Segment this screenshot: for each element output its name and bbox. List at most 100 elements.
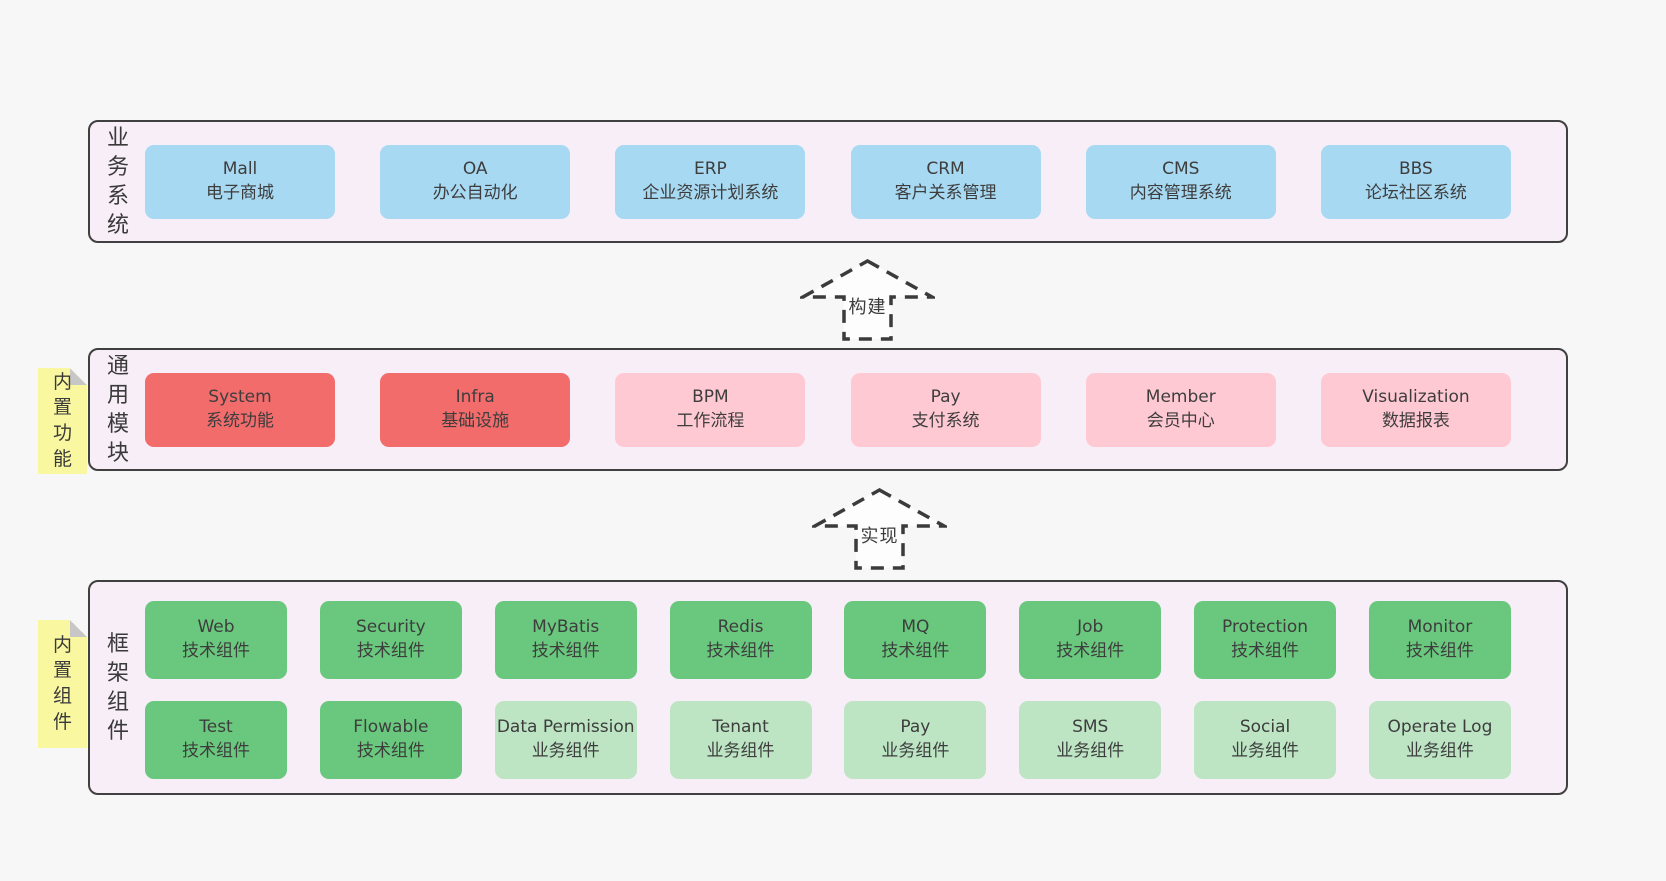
box-tenant: Tenant 业务组件 — [669, 701, 812, 779]
box-member: Member 会员中心 — [1085, 373, 1276, 447]
box-name: Tenant — [712, 717, 769, 738]
box-name: Job — [1077, 617, 1104, 638]
builtin-components-sticky: 内置组件 — [38, 620, 87, 748]
box-system: System 系统功能 — [145, 373, 335, 447]
box-bpm: BPM 工作流程 — [615, 373, 806, 447]
box-desc: 技术组件 — [182, 741, 250, 761]
box-mq: MQ 技术组件 — [844, 601, 987, 679]
box-name: ERP — [693, 159, 727, 180]
box-desc: 会员中心 — [1146, 411, 1215, 431]
box-desc: 基础设施 — [441, 411, 510, 431]
box-desc: 业务组件 — [1405, 741, 1474, 761]
builtin-features-sticky: 内置功能 — [38, 368, 87, 474]
box-desc: 技术组件 — [182, 641, 250, 661]
box-name: Infra — [455, 387, 495, 408]
box-desc: 业务组件 — [706, 741, 775, 761]
box-cms: CMS 内容管理系统 — [1085, 145, 1276, 219]
framework-row-1: Web 技术组件 Security 技术组件 MyBatis 技术组件 Redi… — [145, 601, 1511, 679]
implement-arrow: 实现 — [812, 488, 947, 570]
box-crm: CRM 客户关系管理 — [850, 145, 1041, 219]
box-protection: Protection 技术组件 — [1194, 601, 1337, 679]
box-desc: 企业资源计划系统 — [642, 183, 779, 203]
box-desc: 技术组件 — [531, 641, 600, 661]
box-desc: 客户关系管理 — [894, 183, 997, 203]
box-name: OA — [462, 159, 488, 180]
box-social: Social 业务组件 — [1194, 701, 1337, 779]
box-name: MQ — [901, 617, 930, 638]
box-data-permission: Data Permission 业务组件 — [494, 701, 637, 779]
box-name: System — [208, 387, 272, 408]
sticky-label: 内置组件 — [52, 633, 72, 733]
sticky-label: 内置功能 — [52, 370, 72, 470]
box-monitor: Monitor 技术组件 — [1368, 601, 1511, 679]
box-visualization: Visualization 数据报表 — [1320, 373, 1511, 447]
framework-components-panel: 框架组件 Web 技术组件 Security 技术组件 MyBatis 技术组件… — [88, 580, 1568, 795]
box-name: Visualization — [1362, 387, 1470, 408]
box-name: Member — [1145, 387, 1216, 408]
box-job: Job 技术组件 — [1019, 601, 1162, 679]
box-mybatis: MyBatis 技术组件 — [494, 601, 637, 679]
box-mall: Mall 电子商城 — [145, 145, 335, 219]
box-bbs: BBS 论坛社区系统 — [1320, 145, 1511, 219]
box-desc: 系统功能 — [206, 411, 274, 431]
box-desc: 技术组件 — [1231, 641, 1300, 661]
box-desc: 论坛社区系统 — [1364, 183, 1467, 203]
build-arrow: 构建 — [800, 259, 935, 341]
box-name: BPM — [692, 387, 729, 408]
box-name: Security — [355, 617, 426, 638]
box-name: Monitor — [1407, 617, 1473, 638]
box-name: Mall — [222, 159, 258, 180]
box-name: BBS — [1399, 159, 1433, 180]
box-security: Security 技术组件 — [319, 601, 462, 679]
box-web: Web 技术组件 — [145, 601, 287, 679]
box-name: CMS — [1162, 159, 1200, 180]
box-test: Test 技术组件 — [145, 701, 287, 779]
box-desc: 技术组件 — [706, 641, 775, 661]
box-desc: 数据报表 — [1381, 411, 1450, 431]
box-desc: 电子商城 — [206, 183, 274, 203]
modules-boxes-row: System 系统功能 Infra 基础设施 BPM 工作流程 Pay 支付系统… — [145, 373, 1511, 447]
box-sms: SMS 业务组件 — [1019, 701, 1162, 779]
framework-panel-label: 框架组件 — [106, 631, 129, 744]
box-desc: 技术组件 — [1405, 641, 1474, 661]
box-desc: 业务组件 — [531, 741, 600, 761]
business-boxes-row: Mall 电子商城 OA 办公自动化 ERP 企业资源计划系统 CRM 客户关系… — [145, 145, 1511, 219]
box-operate-log: Operate Log 业务组件 — [1368, 701, 1511, 779]
box-desc: 业务组件 — [1231, 741, 1300, 761]
box-name: MyBatis — [532, 617, 600, 638]
box-redis: Redis 技术组件 — [669, 601, 812, 679]
box-pay-component: Pay 业务组件 — [844, 701, 987, 779]
box-name: Data Permission — [496, 717, 635, 738]
box-desc: 支付系统 — [911, 411, 980, 431]
build-arrow-label: 构建 — [846, 292, 889, 319]
box-desc: 工作流程 — [676, 411, 745, 431]
box-name: CRM — [926, 159, 965, 180]
modules-panel-label: 通用模块 — [106, 353, 129, 466]
implement-arrow-label: 实现 — [858, 521, 901, 548]
box-name: Operate Log — [1387, 717, 1493, 738]
box-flowable: Flowable 技术组件 — [319, 701, 462, 779]
box-desc: 技术组件 — [881, 641, 950, 661]
business-panel-label: 业务系统 — [106, 125, 129, 238]
box-name: Pay — [930, 387, 961, 408]
box-name: Redis — [717, 617, 764, 638]
box-name: Social — [1239, 717, 1291, 738]
box-desc: 办公自动化 — [432, 183, 518, 203]
box-name: Flowable — [353, 717, 429, 738]
business-systems-panel: 业务系统 Mall 电子商城 OA 办公自动化 ERP 企业资源计划系统 CRM… — [88, 120, 1568, 243]
box-infra: Infra 基础设施 — [380, 373, 571, 447]
box-desc: 技术组件 — [1056, 641, 1125, 661]
box-desc: 业务组件 — [1056, 741, 1125, 761]
box-desc: 技术组件 — [356, 741, 425, 761]
box-desc: 内容管理系统 — [1129, 183, 1232, 203]
box-erp: ERP 企业资源计划系统 — [615, 145, 806, 219]
box-name: Web — [197, 617, 235, 638]
box-oa: OA 办公自动化 — [380, 145, 571, 219]
box-name: Test — [199, 717, 233, 738]
common-modules-panel: 通用模块 System 系统功能 Infra 基础设施 BPM 工作流程 Pay… — [88, 348, 1568, 471]
box-pay-system: Pay 支付系统 — [850, 373, 1041, 447]
box-desc: 业务组件 — [881, 741, 950, 761]
framework-row-2: Test 技术组件 Flowable 技术组件 Data Permission … — [145, 701, 1511, 779]
box-name: SMS — [1072, 717, 1109, 738]
